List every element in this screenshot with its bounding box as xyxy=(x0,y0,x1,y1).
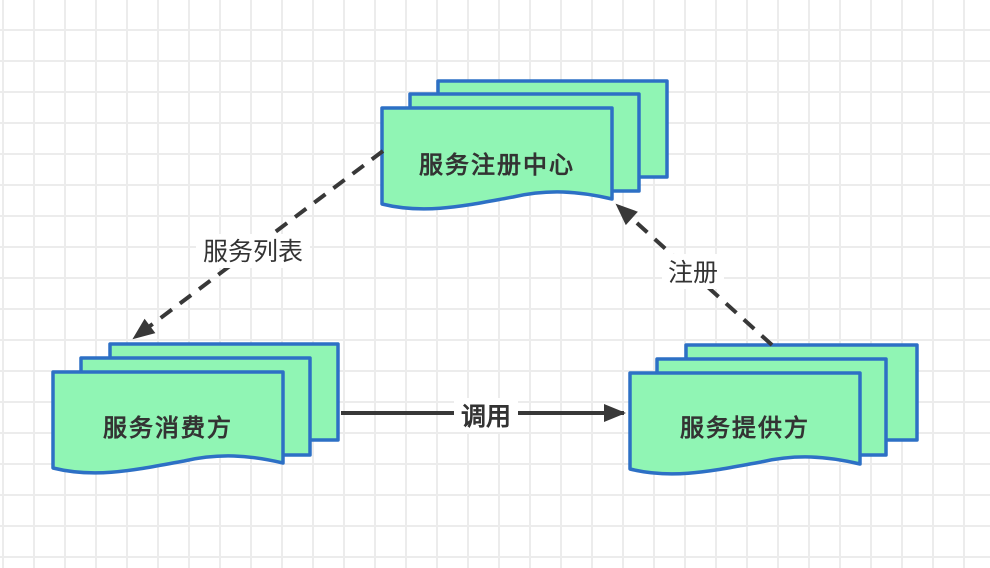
edge-invoke[interactable]: 调用 xyxy=(341,398,626,432)
node-registry-label: 服务注册中心 xyxy=(419,151,575,179)
node-provider[interactable]: 服务提供方 xyxy=(628,343,919,476)
edge-register[interactable]: 注册 xyxy=(615,203,774,347)
node-registry[interactable]: 服务注册中心 xyxy=(380,79,669,211)
edge-service-list-label: 服务列表 xyxy=(203,238,303,266)
edge-label-background xyxy=(454,398,518,432)
node-consumer[interactable]: 服务消费方 xyxy=(51,342,340,475)
edge-label-background xyxy=(196,234,310,268)
node-provider-label: 服务提供方 xyxy=(680,414,810,442)
edge-label-background xyxy=(662,254,724,289)
node-consumer-label: 服务消费方 xyxy=(103,414,233,442)
edge-invoke-label: 调用 xyxy=(461,403,511,431)
edge-service-list[interactable]: 服务列表 xyxy=(132,149,385,340)
edge-register-label: 注册 xyxy=(668,259,718,287)
